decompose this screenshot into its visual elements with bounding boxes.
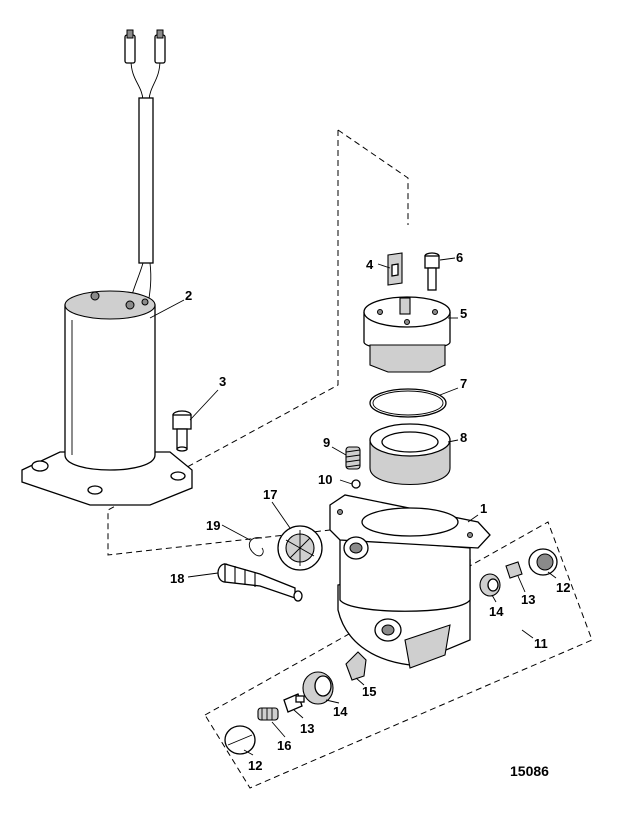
callout-4: 4: [366, 257, 374, 272]
ball-part-10: [351, 479, 361, 489]
fitting-part-13-left: [283, 693, 305, 713]
callout-9: 9: [323, 435, 330, 450]
callout-19: 19: [206, 518, 220, 533]
retaining-ring-part-8: [369, 423, 451, 486]
plug-part-12-left: [224, 725, 256, 755]
pump-body-part-1: [329, 494, 491, 669]
callout-7: 7: [460, 376, 467, 391]
o-ring-part-7: [369, 388, 447, 418]
callout-16: 16: [277, 738, 291, 753]
callout-13-left: 13: [300, 721, 314, 736]
callout-15: 15: [362, 684, 376, 699]
callout-5: 5: [460, 306, 467, 321]
callout-6: 6: [456, 250, 463, 265]
motor-assembly: [21, 29, 193, 506]
screw-part-6: [424, 252, 440, 291]
callout-leader-lines: [149, 257, 557, 756]
valve-part-15: [345, 651, 367, 681]
callout-8: 8: [460, 430, 467, 445]
callout-12-left: 12: [248, 758, 262, 773]
spring-part-9: [345, 446, 361, 470]
callout-18: 18: [170, 571, 184, 586]
callout-labels: 1 2 3 4 5 6 7 8 9 10 11 12 12 13 13 14 1…: [170, 250, 570, 773]
shaft-part-18: [217, 563, 303, 602]
callout-3: 3: [219, 374, 226, 389]
gear-part-17: [277, 525, 323, 571]
snap-ring-part-19: [248, 537, 264, 557]
figure-reference-number: 15086: [510, 763, 549, 779]
fitting-part-13-right: [505, 561, 523, 579]
bolt-part-3: [172, 410, 192, 452]
callout-11: 11: [534, 636, 548, 651]
seat-part-14-right: [479, 573, 501, 597]
callout-12-right: 12: [556, 580, 570, 595]
key-part-4: [387, 252, 403, 286]
callout-14-right: 14: [489, 604, 504, 619]
callout-10: 10: [318, 472, 332, 487]
callout-1: 1: [480, 501, 487, 516]
callout-13-right: 13: [521, 592, 535, 607]
spring-part-16: [257, 707, 279, 721]
callout-2: 2: [185, 288, 192, 303]
callout-17: 17: [263, 487, 277, 502]
pump-housing-part-5: [363, 296, 451, 373]
plug-part-12-right: [528, 548, 558, 576]
seat-part-14-left: [302, 671, 334, 705]
callout-14-left: 14: [333, 704, 348, 719]
